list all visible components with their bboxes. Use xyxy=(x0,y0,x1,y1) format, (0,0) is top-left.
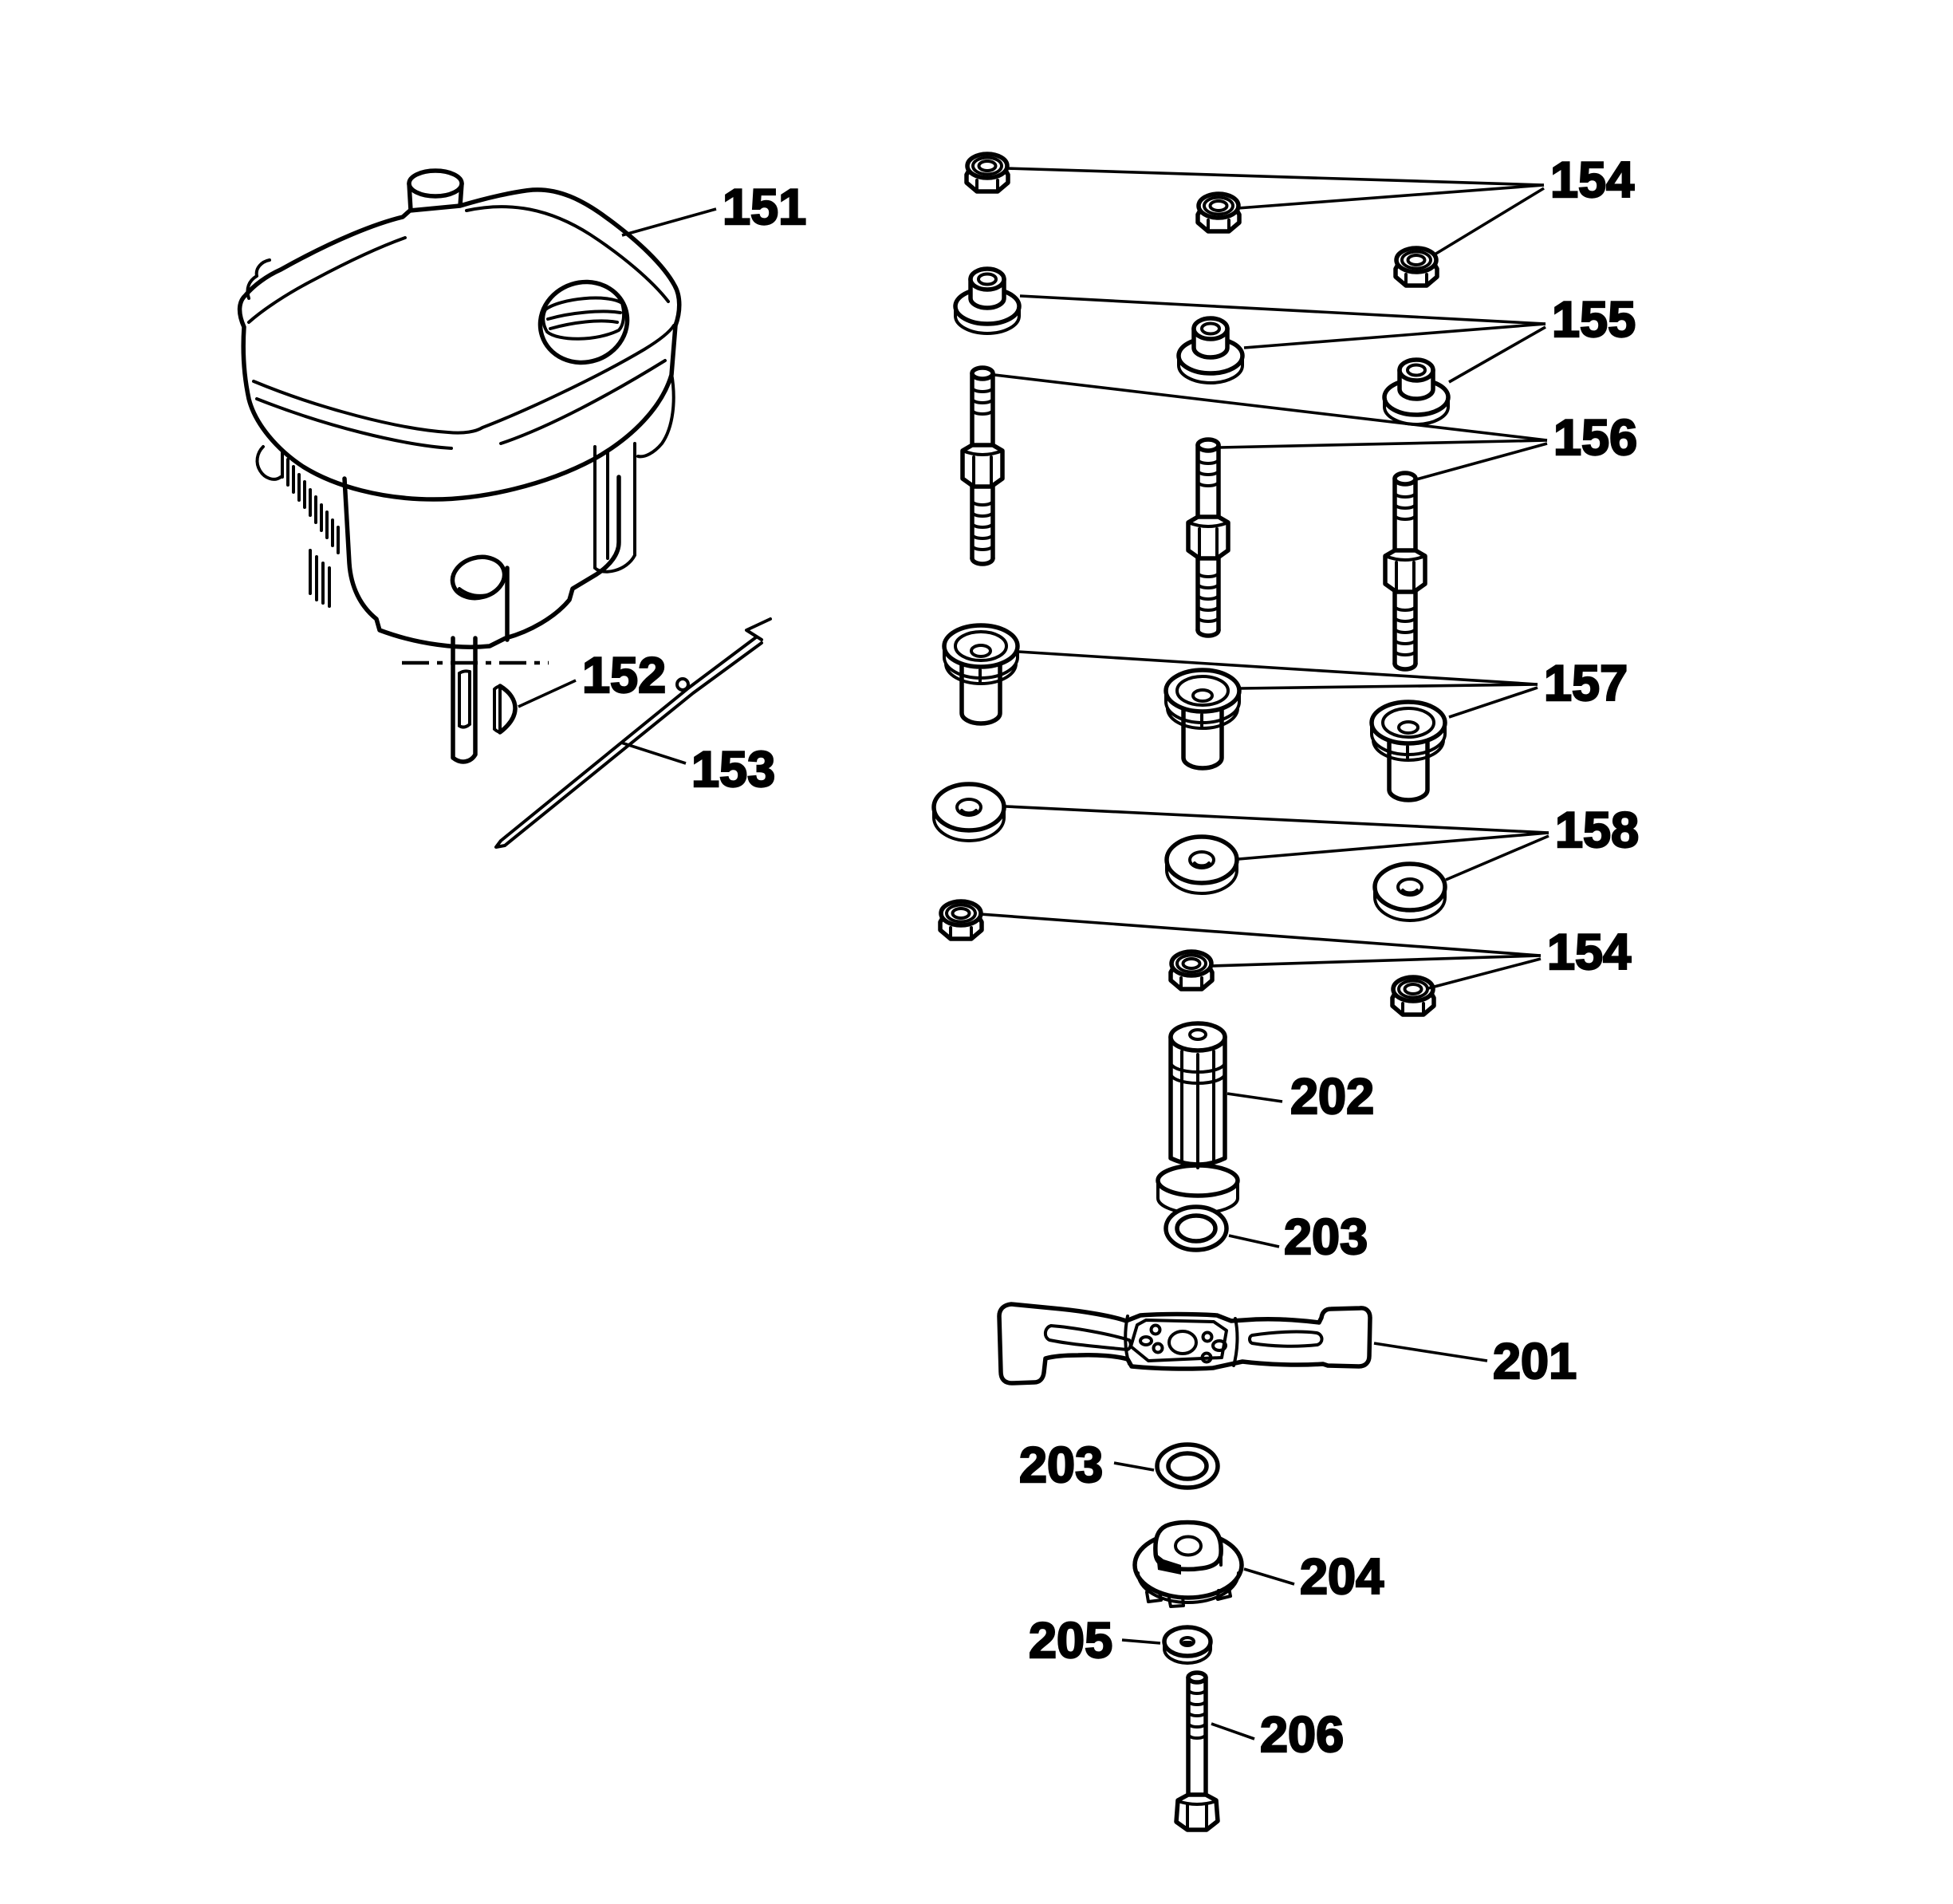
hex-nuts-154-lower xyxy=(940,901,1434,1015)
leader-153 xyxy=(620,741,687,765)
blade-bolt-206 xyxy=(1174,1670,1220,1832)
engine-tank-outline xyxy=(237,187,682,502)
engine-crankcase xyxy=(342,372,675,649)
small-washer-205 xyxy=(1164,1627,1211,1663)
label-151: 151 xyxy=(723,179,806,235)
leader-154-top-3 xyxy=(1434,187,1545,256)
hex-nut xyxy=(940,901,982,939)
label-154-bottom: 154 xyxy=(1547,924,1631,980)
leader-205 xyxy=(1121,1638,1161,1645)
label-204: 204 xyxy=(1300,1549,1384,1605)
flat-washer xyxy=(934,784,1004,841)
leader-154-bottom-3 xyxy=(1427,957,1542,990)
leader-152 xyxy=(518,679,577,708)
label-152: 152 xyxy=(582,648,666,704)
leader-206 xyxy=(1211,1722,1255,1740)
hex-nut xyxy=(1171,952,1212,989)
callout-labels: 151 152 153 154 155 156 157 158 154 202 … xyxy=(581,152,1640,1764)
leader-158-2 xyxy=(1238,831,1549,861)
threaded-stud xyxy=(1188,440,1228,636)
label-203-lower: 203 xyxy=(1019,1437,1103,1493)
leader-154-bottom-2 xyxy=(1211,954,1542,968)
threaded-stud xyxy=(963,368,1002,564)
label-158: 158 xyxy=(1555,802,1639,858)
top-hat-bushing xyxy=(1166,670,1239,768)
leader-154-bottom-1 xyxy=(979,913,1542,957)
leader-154-top-1 xyxy=(1006,167,1545,187)
leader-155-2 xyxy=(1243,322,1546,349)
engine-crankshaft xyxy=(451,636,478,764)
label-157: 157 xyxy=(1544,656,1628,712)
leader-157-2 xyxy=(1240,683,1538,690)
label-205: 205 xyxy=(1029,1613,1112,1669)
top-hat-bushing xyxy=(1372,702,1445,800)
engine-cooling-fins xyxy=(281,450,340,608)
studs-156 xyxy=(963,368,1425,669)
engine-tank-seams xyxy=(246,205,675,450)
leader-157-1 xyxy=(1018,650,1538,686)
leader-157-3 xyxy=(1448,686,1538,719)
label-202: 202 xyxy=(1290,1069,1374,1125)
leader-156-3 xyxy=(1416,442,1548,481)
leader-203-lower xyxy=(1113,1461,1155,1472)
flanged-spacer xyxy=(1179,318,1242,383)
flanged-spacer xyxy=(955,269,1019,333)
engine-mount-lug xyxy=(255,445,282,481)
leader-201 xyxy=(1373,1342,1488,1362)
label-153: 153 xyxy=(691,742,775,798)
blade-hub-204 xyxy=(1132,1520,1244,1608)
label-155: 155 xyxy=(1552,292,1636,348)
leader-158-3 xyxy=(1445,834,1549,881)
label-206: 206 xyxy=(1260,1707,1344,1763)
flat-washers-158 xyxy=(934,784,1445,920)
leader-202 xyxy=(1227,1092,1283,1103)
hex-nut xyxy=(967,154,1008,191)
top-hat-bushing xyxy=(944,625,1018,723)
label-156: 156 xyxy=(1553,410,1637,466)
leader-154-top-2 xyxy=(1237,183,1545,210)
flat-washer xyxy=(1167,837,1237,893)
ring-washer-203-upper xyxy=(1166,1207,1227,1250)
leader-204 xyxy=(1243,1567,1295,1586)
flat-washer xyxy=(1375,864,1445,920)
blade-adapter-202 xyxy=(1156,1021,1240,1215)
leader-158-1 xyxy=(1005,805,1549,834)
blade-center-hole xyxy=(1167,1330,1198,1355)
woodruff-key-152 xyxy=(493,684,518,735)
leader-156-1 xyxy=(994,373,1548,442)
hex-nut xyxy=(1198,194,1239,231)
spacers-155 xyxy=(955,269,1448,424)
hex-nut xyxy=(1396,248,1437,286)
ring-washer-203-lower xyxy=(1157,1445,1218,1488)
leader-lines xyxy=(518,167,1549,1740)
control-rod-153 xyxy=(494,617,772,849)
leader-155-3 xyxy=(1448,325,1546,384)
leader-156-2 xyxy=(1219,439,1548,449)
engine-filler-cap xyxy=(407,168,464,199)
label-154-top: 154 xyxy=(1550,152,1634,208)
mower-blade-201 xyxy=(997,1302,1372,1386)
leader-203-upper xyxy=(1228,1234,1280,1248)
leader-155-1 xyxy=(1019,294,1546,325)
engine-fuel-cap xyxy=(537,279,630,365)
engine-assembly-151 xyxy=(237,168,682,764)
label-201: 201 xyxy=(1493,1334,1577,1390)
hex-nut xyxy=(1392,977,1434,1015)
threaded-stud xyxy=(1385,473,1425,669)
flanged-spacer xyxy=(1384,360,1448,424)
leader-151 xyxy=(621,207,717,237)
label-203-upper: 203 xyxy=(1284,1209,1368,1265)
